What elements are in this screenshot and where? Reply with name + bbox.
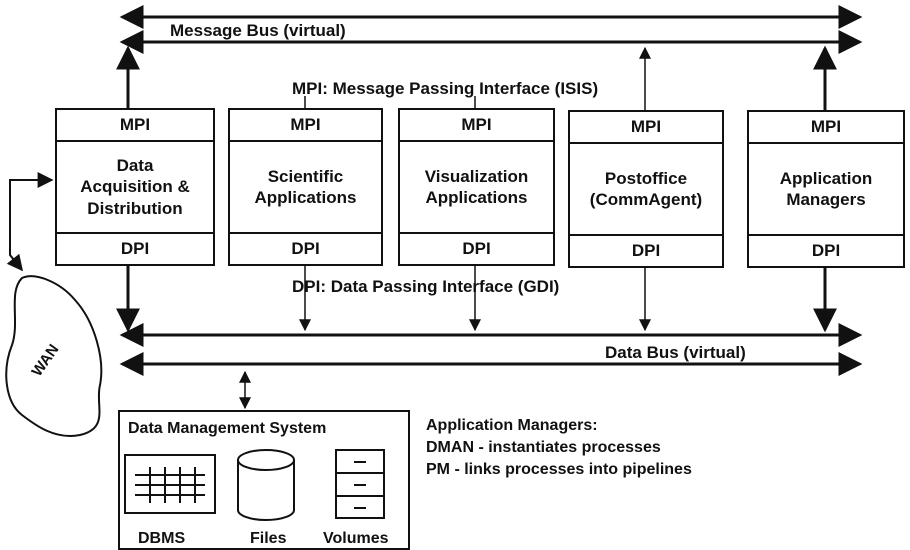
mpi-port-label: MPI [749, 112, 903, 144]
application-managers-notes: Application Managers: DMAN - instantiate… [426, 415, 692, 481]
data-management-system: Data Management System DBMS Files Volume… [118, 410, 410, 550]
message-bus-label: Message Bus (virtual) [170, 21, 346, 40]
dpi-port-label: DPI [749, 234, 903, 266]
dpi-interface-label: DPI: Data Passing Interface (GDI) [292, 277, 560, 296]
wan-cloud-shape [5, 275, 103, 437]
dpi-port-label: DPI [400, 232, 553, 264]
volumes-label: Volumes [323, 530, 389, 547]
files-label: Files [250, 530, 287, 547]
mpi-port-label: MPI [57, 110, 213, 142]
file-cabinet-icon [335, 449, 385, 519]
component-postoffice: MPI Postoffice(CommAgent) DPI [568, 110, 724, 268]
dpi-port-label: DPI [57, 232, 213, 264]
component-name: Postoffice(CommAgent) [589, 168, 703, 209]
dbms-label: DBMS [138, 530, 186, 547]
dpi-port-label: DPI [230, 232, 381, 264]
notes-heading: Application Managers: [426, 417, 598, 434]
notes-line-dman: DMAN - instantiates processes [426, 439, 661, 456]
mpi-port-label: MPI [570, 112, 722, 144]
dms-title: Data Management System [128, 420, 327, 437]
data-bus-label: Data Bus (virtual) [605, 343, 746, 362]
grid-table-icon [124, 454, 216, 514]
mpi-port-label: MPI [400, 110, 553, 142]
mpi-port-label: MPI [230, 110, 381, 142]
disk-cylinder-icon [237, 449, 295, 521]
notes-line-pm: PM - links processes into pipelines [426, 461, 692, 478]
dpi-port-label: DPI [570, 234, 722, 266]
mpi-interface-label: MPI: Message Passing Interface (ISIS) [292, 79, 599, 98]
